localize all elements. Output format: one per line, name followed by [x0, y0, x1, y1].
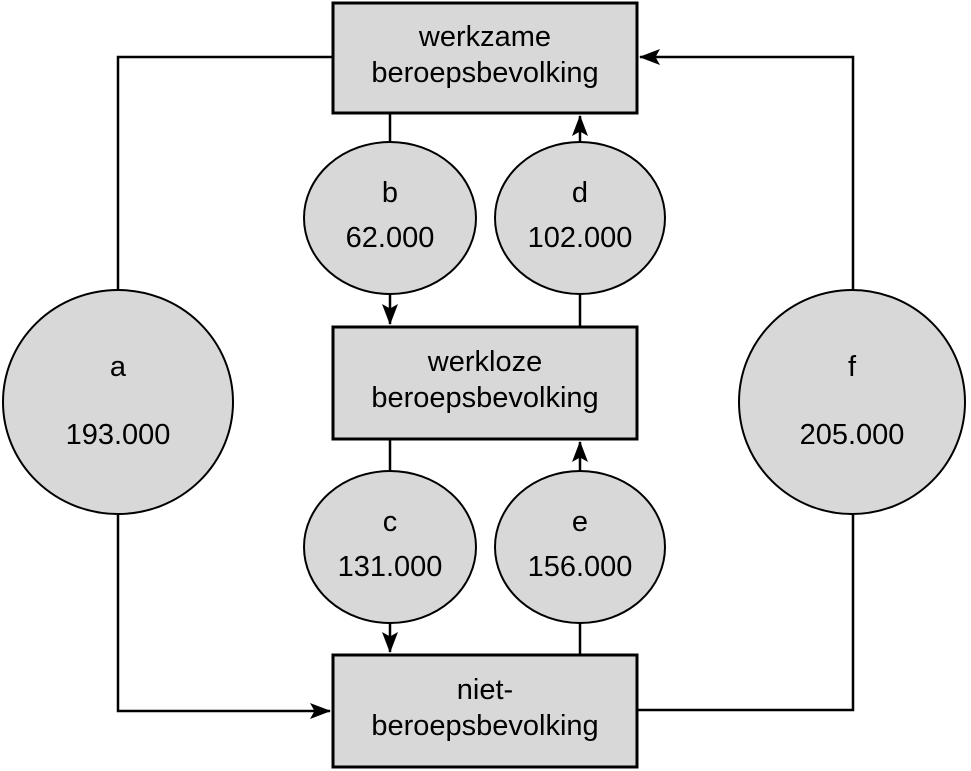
flow-a-ellipse [2, 289, 234, 515]
flow-b-letter: b [382, 177, 398, 209]
flow-node-a: a 193.000 [2, 289, 234, 515]
flow-a-letter: a [110, 351, 127, 383]
flow-a-value: 193.000 [66, 419, 171, 451]
flow-e-letter: e [572, 506, 588, 538]
non-labor-box-rect [331, 653, 639, 769]
flow-c-letter: c [383, 506, 398, 538]
non-labor-box-label-line2: beroepsbevolking [371, 710, 598, 742]
flow-c-ellipse [303, 470, 477, 624]
box-non-labor-force: niet- beroepsbevolking [331, 653, 639, 769]
flow-d-ellipse [494, 141, 666, 295]
flow-f-value: 205.000 [800, 419, 905, 451]
flow-e-ellipse [494, 470, 666, 624]
flow-node-e: e 156.000 [494, 470, 666, 624]
flow-b-value: 62.000 [346, 222, 435, 254]
flow-d-value: 102.000 [528, 222, 633, 254]
box-unemployed-labor-force: werkloze beroepsbevolking [331, 325, 639, 441]
unemployed-box-rect [331, 325, 639, 441]
unemployed-box-label-line1: werkloze [427, 346, 542, 378]
flow-node-f: f 205.000 [738, 289, 966, 515]
flow-node-c: c 131.000 [303, 470, 477, 624]
box-employed-labor-force: werkzame beroepsbevolking [331, 1, 639, 115]
flow-d-letter: d [572, 177, 588, 209]
non-labor-box-label-line1: niet- [457, 674, 513, 706]
flow-f-ellipse [738, 289, 966, 515]
flow-f-letter: f [848, 351, 857, 383]
employed-box-rect [331, 1, 639, 115]
employed-box-label-line1: werkzame [418, 21, 551, 53]
flow-e-value: 156.000 [528, 551, 633, 583]
flow-node-d: d 102.000 [494, 141, 666, 295]
flow-b-ellipse [303, 141, 477, 295]
flow-c-value: 131.000 [338, 551, 443, 583]
unemployed-box-label-line2: beroepsbevolking [371, 382, 598, 414]
employed-box-label-line2: beroepsbevolking [371, 57, 598, 89]
flow-node-b: b 62.000 [303, 141, 477, 295]
